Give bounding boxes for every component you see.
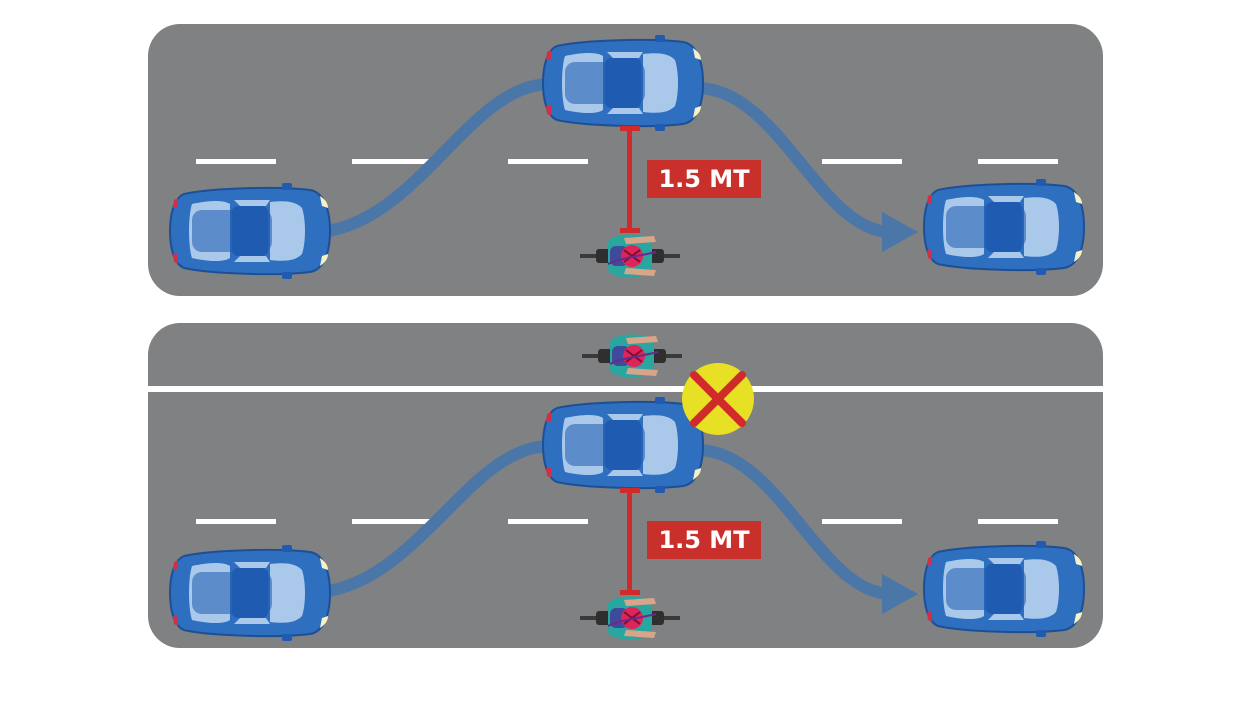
distance-label: 1.5 MT: [658, 526, 750, 554]
distance-marker: [620, 126, 640, 233]
lane-divider-bottom: [196, 519, 1058, 524]
arrowhead-icon: [882, 574, 918, 614]
car-end: [923, 540, 1085, 638]
forbidden-marker: [682, 363, 754, 435]
arrowhead-icon: [882, 212, 918, 252]
car-end: [923, 178, 1085, 276]
car-start: [169, 182, 331, 280]
distance-label-badge: 1.5 MT: [647, 160, 761, 198]
distance-marker: [620, 488, 640, 595]
distance-label: 1.5 MT: [658, 165, 750, 193]
car-overtaking: [542, 34, 704, 132]
red-x-icon: [690, 371, 746, 427]
panel-correct-overtake: 1.5 MT: [148, 24, 1103, 296]
car-start: [169, 544, 331, 642]
car-overtaking: [542, 396, 704, 494]
bike-lane-line: [148, 386, 1103, 392]
distance-label-badge: 1.5 MT: [647, 521, 761, 559]
panel-forbidden-overtake: 1.5 MT: [148, 323, 1103, 648]
lane-divider-top: [196, 159, 1058, 164]
